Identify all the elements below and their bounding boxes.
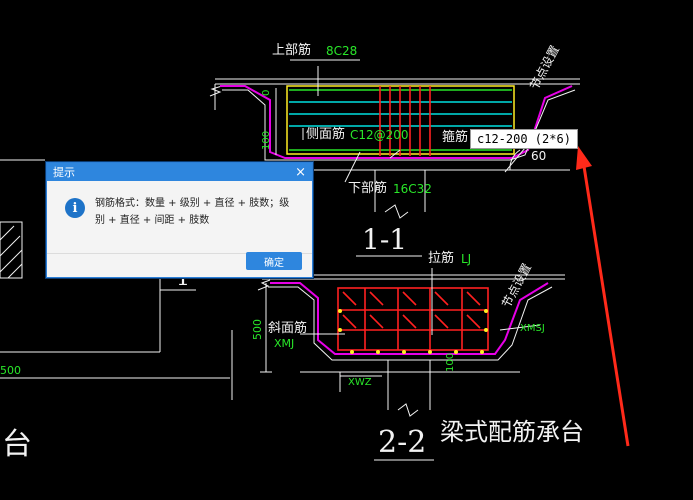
tie-bar-value: LJ xyxy=(461,252,472,266)
section-title-2-2: 2-2 xyxy=(378,425,427,460)
slope-face-label: 斜面筋 xyxy=(268,321,308,336)
angle-value: 60 xyxy=(531,149,547,163)
dim-xwz: XWZ xyxy=(348,377,372,388)
tip-dialog[interactable]: 提示 × i 钢筋格式：数量 + 级别 + 直径 + 肢数；级别 + 直径 + … xyxy=(46,162,313,278)
left-big-char: 台 xyxy=(2,427,32,462)
close-icon[interactable]: × xyxy=(295,164,306,180)
dim-100: 100 xyxy=(445,352,456,372)
tie-bar-label: 拉筋 xyxy=(428,251,455,266)
ok-button[interactable]: 确定 xyxy=(246,252,302,270)
upper-bar-value: 8C28 xyxy=(326,44,358,58)
dim-xmsj: XMSJ xyxy=(520,323,545,334)
side-bar-value: C12@200 xyxy=(350,128,409,142)
stirrup-label: 箍筋 xyxy=(442,130,469,145)
lower-bar-label: 下部筋 xyxy=(348,181,388,196)
lower-bar-value: 16C32 xyxy=(393,182,432,196)
side-bar-label: 侧面筋 xyxy=(306,127,346,142)
dialog-message: 钢筋格式：数量 + 级别 + 直径 + 肢数；级别 + 直径 + 间距 + 肢数 xyxy=(95,198,290,226)
dialog-body: i 钢筋格式：数量 + 级别 + 直径 + 肢数；级别 + 直径 + 间距 + … xyxy=(47,181,312,247)
section-2-2-drawing xyxy=(257,268,565,461)
cap-outline-1-1 xyxy=(220,85,573,159)
upper-bar-label: 上部筋 xyxy=(272,43,312,58)
red-arrow xyxy=(576,146,630,447)
section-1-1-drawing xyxy=(209,59,580,257)
vertical-rebars xyxy=(379,86,431,156)
dialog-titlebar[interactable]: 提示 × xyxy=(47,163,312,181)
slope-face-value: XMJ xyxy=(274,337,295,350)
caption-beam-cap: 梁式配筋承台 xyxy=(440,418,584,446)
cap-outline-2-2 xyxy=(270,282,549,355)
left-dim-500: 500 xyxy=(0,364,21,377)
left-partial-drawing xyxy=(0,159,233,400)
dialog-title: 提示 xyxy=(53,166,75,179)
dim-left-0: 0 xyxy=(261,89,272,96)
dim-left-100: 100 xyxy=(261,130,272,150)
dialog-divider xyxy=(47,253,312,254)
stirrup-value-tooltip: c12-200 (2*6) xyxy=(470,129,578,149)
section-title-1-1: 1-1 xyxy=(362,223,408,256)
height-500: 500 xyxy=(251,319,264,340)
rebar-cage xyxy=(337,287,489,351)
info-icon: i xyxy=(65,198,85,218)
